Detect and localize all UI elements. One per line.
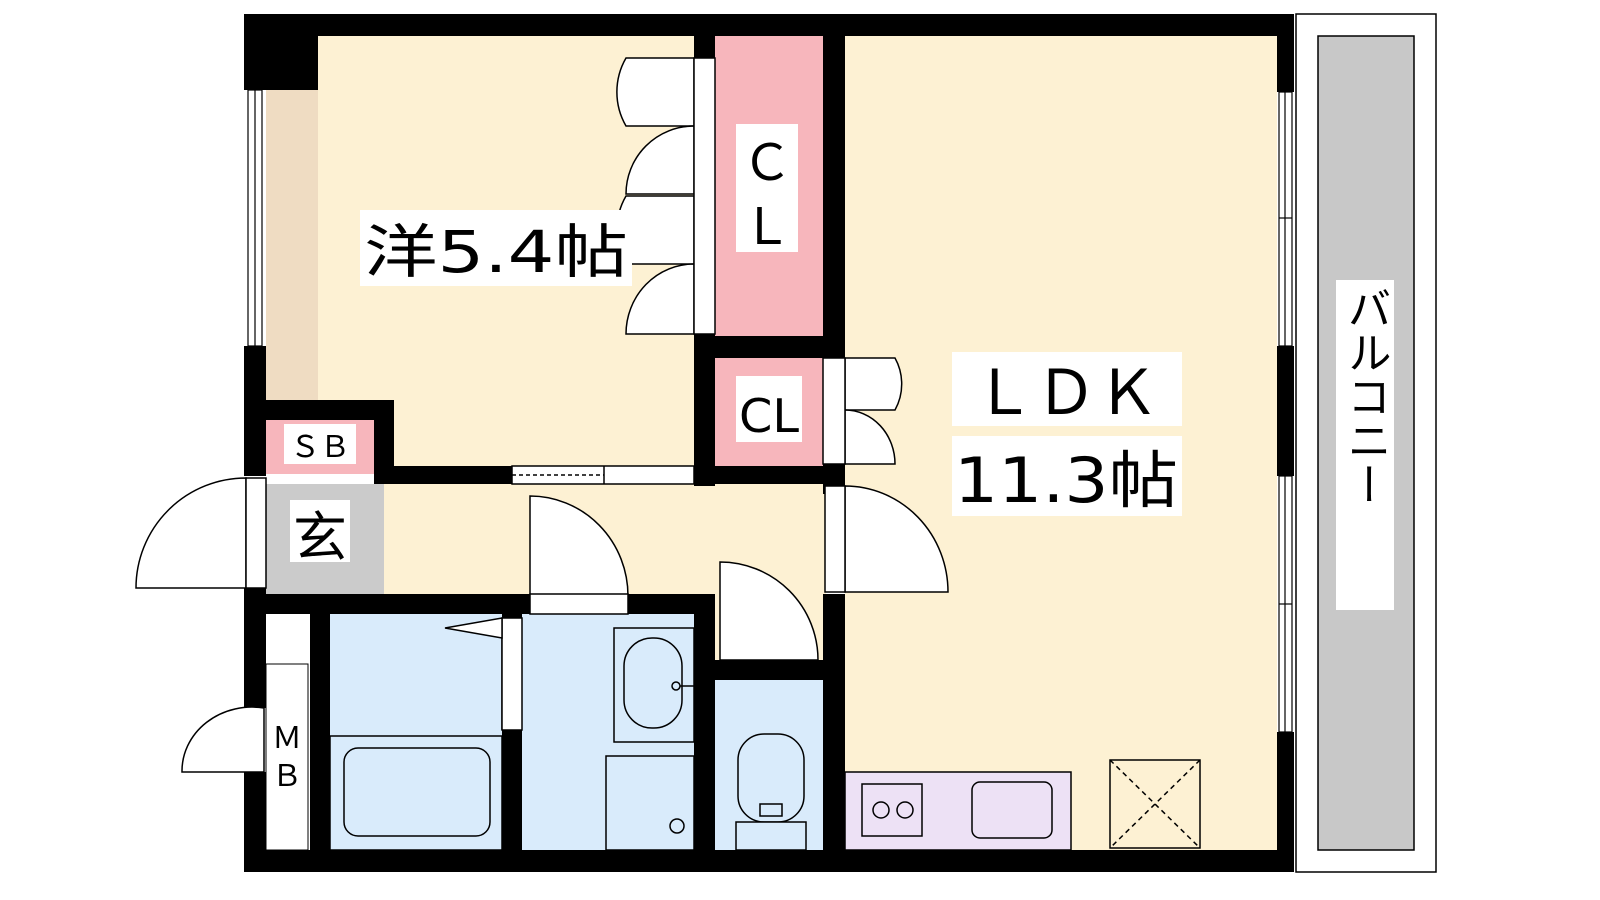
door-swing-icon — [616, 57, 695, 127]
shoe-box-label: ＳＢ — [290, 430, 350, 465]
doors — [135, 57, 949, 773]
ceiling-storage-icon — [1109, 759, 1201, 849]
sink-icon — [971, 781, 1053, 839]
door-swing-icon — [844, 485, 949, 593]
label-backgrounds — [268, 124, 1182, 800]
door-swing-icon — [625, 125, 695, 195]
door-swing-icon — [844, 409, 896, 465]
meter-box-label-top: Ｍ — [272, 721, 302, 756]
door-swing-icon — [135, 477, 247, 589]
door-swing-icon — [625, 263, 695, 335]
balcony-area: バルコニー — [1295, 13, 1437, 873]
door-swing-icon — [181, 706, 265, 773]
toilet-icon — [735, 733, 807, 851]
closet-large-label-bottom: Ｌ — [742, 198, 792, 256]
door-swing-icon — [719, 561, 819, 661]
door-swing-icon — [844, 357, 903, 411]
washer-pan-icon — [605, 755, 695, 851]
meter-box-label-bottom: Ｂ — [272, 759, 302, 794]
balcony-label: バルコニー — [1340, 286, 1391, 506]
closet-large-label-top: Ｃ — [742, 134, 792, 192]
window-bay — [266, 90, 318, 410]
ldk-label: ＬＤＫ — [973, 356, 1159, 429]
door-swing-icon — [529, 495, 629, 597]
closet-small-label: CL — [739, 389, 799, 443]
stove-icon — [861, 783, 923, 837]
entrance-label: 玄 — [293, 506, 347, 569]
ldk-size-label: 11.3帖 — [954, 444, 1178, 517]
fixtures — [329, 627, 1201, 851]
bathtub-icon — [329, 735, 503, 851]
windows — [247, 89, 1293, 733]
room-labels: 洋5.4帖 ＬＤＫ 11.3帖 Ｃ Ｌ CL ＳＢ 玄 Ｍ Ｂ — [272, 134, 1178, 794]
western-room-label: 洋5.4帖 — [364, 218, 628, 286]
washbasin-icon — [613, 627, 695, 743]
